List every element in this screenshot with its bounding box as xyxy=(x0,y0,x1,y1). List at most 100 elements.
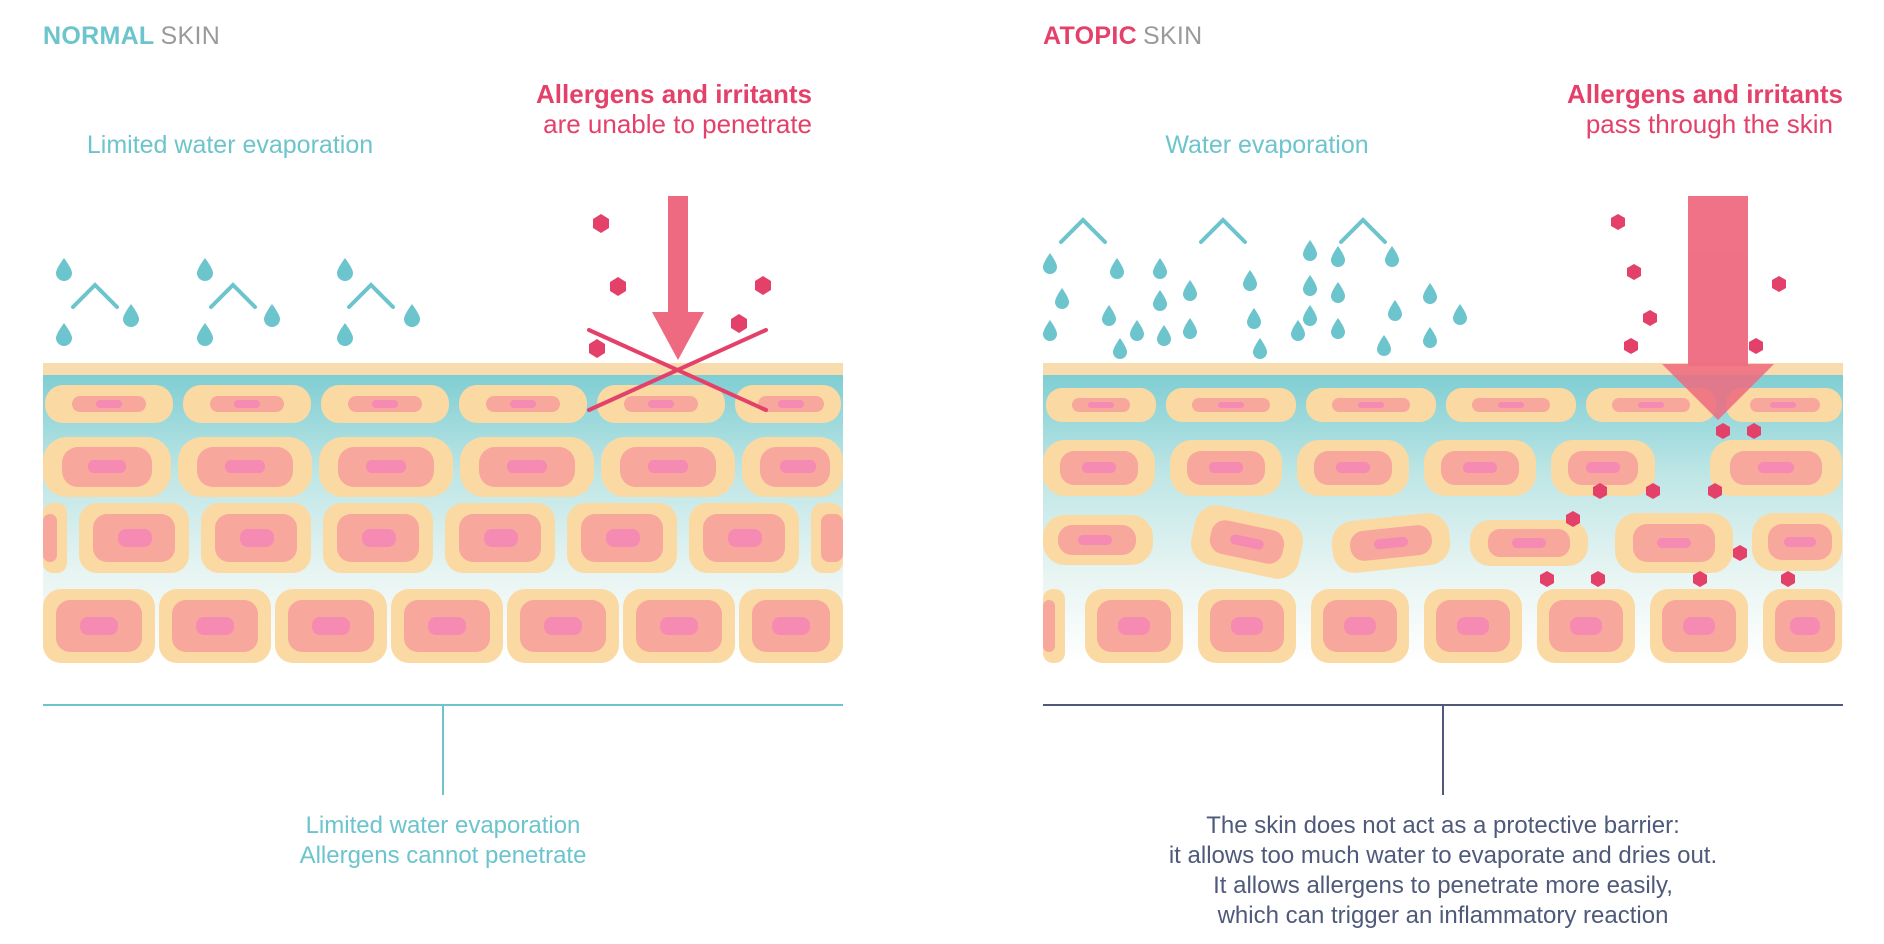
title-highlight: NORMAL xyxy=(43,22,155,50)
water-droplet-icon xyxy=(1183,280,1197,301)
water-droplet-icon xyxy=(1153,290,1167,311)
allergen-particle xyxy=(1772,276,1786,292)
cell-row-4 xyxy=(1043,589,1842,663)
skin-cell xyxy=(1710,440,1842,496)
skin-cell xyxy=(1470,520,1588,566)
allergen-particle xyxy=(1593,483,1607,499)
skin-cell xyxy=(1297,440,1409,496)
allergen-particle xyxy=(1646,483,1660,499)
skin-cell xyxy=(43,503,67,573)
skin-cell xyxy=(689,503,799,573)
skin-cell xyxy=(43,437,171,497)
water-droplet-icon xyxy=(123,304,139,327)
allergen-label: Allergens and irritants are unable to pe… xyxy=(480,79,812,139)
water-arrows-group xyxy=(71,282,395,365)
allergen-particles xyxy=(1540,214,1795,587)
water-droplet-icon xyxy=(1110,258,1124,279)
skin-cell xyxy=(623,589,735,663)
water-droplet-icon xyxy=(337,323,353,346)
title-highlight: ATOPIC xyxy=(1043,22,1137,50)
water-droplet-icon xyxy=(337,258,353,281)
skin-cell xyxy=(445,503,555,573)
allergen-particle xyxy=(1591,571,1605,587)
skin-cell xyxy=(1198,589,1296,663)
cell-row-3 xyxy=(43,503,843,573)
skin-cell xyxy=(79,503,189,573)
water-arrow xyxy=(1339,217,1387,365)
allergen-particle xyxy=(1733,545,1747,561)
allergen-particle xyxy=(1643,310,1657,326)
skin-cell xyxy=(739,589,843,663)
summary-bracket xyxy=(43,704,843,795)
allergen-particle xyxy=(593,214,609,233)
allergen-particle xyxy=(1781,571,1795,587)
allergen-particle xyxy=(1693,571,1707,587)
skin-cell xyxy=(321,385,449,423)
evaporation-label: Limited water evaporation xyxy=(86,131,374,159)
skin-cell xyxy=(597,385,725,423)
cell-row-1 xyxy=(45,385,841,423)
water-droplet-icon xyxy=(1157,325,1171,346)
water-droplet-icon xyxy=(1331,282,1345,303)
normal-skin-illustration xyxy=(43,196,843,795)
caption-line: Allergens cannot penetrate xyxy=(299,842,587,869)
skin-cell xyxy=(1752,513,1842,571)
skin-cell xyxy=(45,385,173,423)
skin-cell xyxy=(1170,440,1282,496)
skin-cell xyxy=(1043,589,1065,663)
water-arrow xyxy=(71,282,119,365)
water-droplets xyxy=(56,258,420,346)
water-droplet-icon xyxy=(1243,270,1257,291)
skin-cell xyxy=(1650,589,1748,663)
water-droplet-icon xyxy=(1055,288,1069,309)
water-droplet-icon xyxy=(1247,308,1261,329)
water-arrow xyxy=(209,282,257,365)
panel-caption: The skin does not act as a protective ba… xyxy=(973,811,1884,931)
summary-bracket xyxy=(1043,704,1843,795)
skin-cell xyxy=(178,437,312,497)
panel-caption: Limited water evaporation Allergens cann… xyxy=(0,811,886,871)
water-droplet-icon xyxy=(1043,253,1057,274)
title-suffix: SKIN xyxy=(160,22,221,50)
skin-cell xyxy=(507,589,619,663)
allergen-particle xyxy=(1627,264,1641,280)
skin-cell xyxy=(1586,388,1716,422)
skin-surface-layer xyxy=(1043,363,1843,375)
skin-cell xyxy=(1726,388,1842,422)
allergen-particle xyxy=(1540,571,1554,587)
water-droplet-icon xyxy=(1102,305,1116,326)
water-droplet-icon xyxy=(1153,258,1167,279)
penetrating-allergen-arrow xyxy=(1662,196,1774,420)
water-droplet-icon xyxy=(1183,318,1197,339)
cell-row-1 xyxy=(1046,388,1842,422)
skin-cell xyxy=(567,503,677,573)
allergen-particle xyxy=(589,339,605,358)
skin-cell xyxy=(811,503,843,573)
skin-cell xyxy=(1424,440,1536,496)
caption-line: Limited water evaporation xyxy=(305,812,581,839)
water-droplet-icon xyxy=(1291,320,1305,341)
skin-cell xyxy=(1615,513,1733,573)
atopic-skin-illustration xyxy=(1043,196,1843,795)
skin-cell xyxy=(460,437,594,497)
skin-cell xyxy=(1046,388,1156,422)
water-arrow xyxy=(1059,217,1107,365)
allergen-particle xyxy=(755,276,771,295)
allergen-title: Allergens and irritants xyxy=(1567,79,1843,109)
skin-cell xyxy=(1085,589,1183,663)
water-droplet-icon xyxy=(1303,240,1317,261)
water-droplet-icon xyxy=(1385,246,1399,267)
skin-cell xyxy=(323,503,433,573)
water-droplet-icon xyxy=(1388,300,1402,321)
skin-cell xyxy=(201,503,311,573)
skin-cell xyxy=(601,437,735,497)
water-droplet-icon xyxy=(1331,246,1345,267)
skin-cell xyxy=(1043,515,1153,565)
water-droplet-icon xyxy=(1253,338,1267,359)
cell-row-4 xyxy=(43,589,843,663)
water-droplet-icon xyxy=(56,323,72,346)
water-droplet-icon xyxy=(264,304,280,327)
